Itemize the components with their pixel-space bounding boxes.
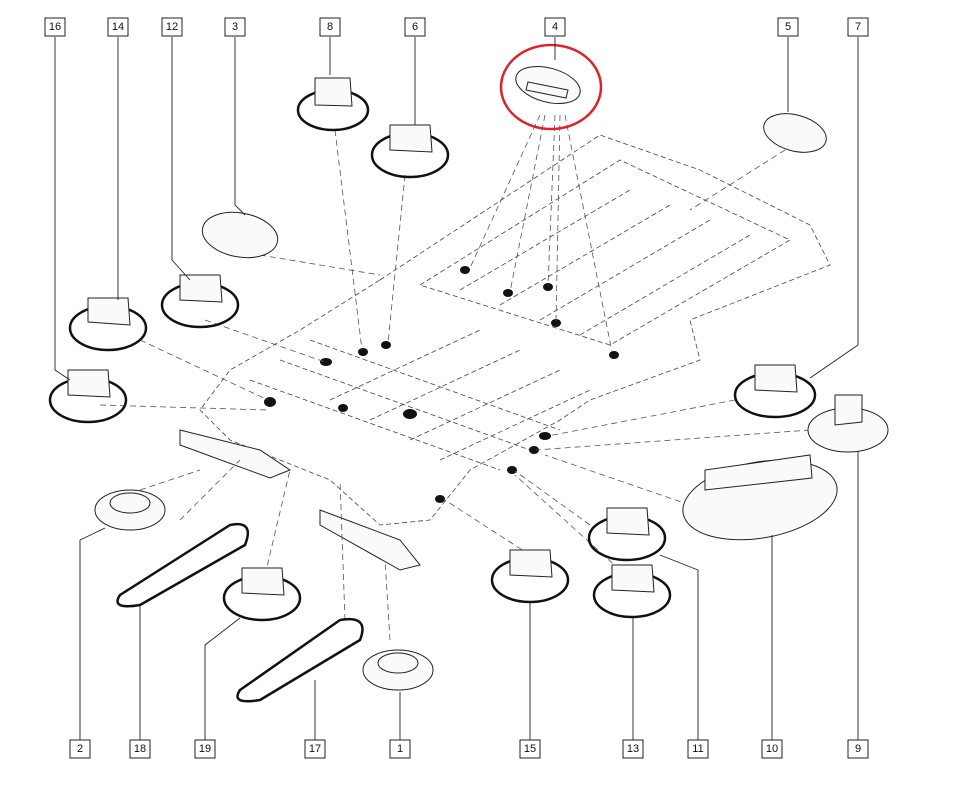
svg-text:16: 16 bbox=[49, 21, 61, 33]
plug-hole bbox=[609, 351, 619, 359]
svg-text:3: 3 bbox=[232, 21, 238, 33]
plug-hole bbox=[503, 289, 513, 297]
plug-hole bbox=[320, 358, 332, 366]
callout-15: 15 bbox=[519, 739, 541, 759]
callout-11: 11 bbox=[687, 739, 709, 759]
part-8-grommet bbox=[296, 77, 370, 132]
svg-text:14: 14 bbox=[112, 21, 124, 33]
svg-text:18: 18 bbox=[134, 743, 146, 755]
callout-14: 14 bbox=[107, 17, 129, 37]
part-1-round-plug bbox=[362, 649, 434, 691]
plug-hole bbox=[460, 266, 470, 274]
callout-7: 7 bbox=[847, 17, 869, 37]
callout-5: 5 bbox=[777, 17, 799, 37]
svg-text:7: 7 bbox=[855, 21, 861, 33]
svg-text:13: 13 bbox=[627, 743, 639, 755]
svg-text:2: 2 bbox=[77, 743, 83, 755]
svg-text:1: 1 bbox=[397, 743, 403, 755]
part-14-grommet bbox=[68, 297, 148, 352]
callouts-bottom: 2 18 19 17 1 15 13 11 10 9 bbox=[69, 739, 869, 759]
plug-hole bbox=[543, 283, 553, 291]
callouts-top: 16 14 12 3 8 6 4 5 7 bbox=[44, 17, 869, 37]
callout-13: 13 bbox=[622, 739, 644, 759]
svg-text:10: 10 bbox=[766, 743, 778, 755]
callout-17: 17 bbox=[304, 739, 326, 759]
assembly-lines bbox=[99, 114, 811, 641]
callout-2: 2 bbox=[69, 739, 91, 759]
callout-4: 4 bbox=[544, 17, 566, 37]
plug-hole bbox=[338, 404, 348, 412]
part-7-grommet bbox=[733, 364, 817, 419]
part-18-cover bbox=[116, 522, 250, 608]
callout-16: 16 bbox=[44, 17, 66, 37]
svg-text:4: 4 bbox=[552, 21, 558, 33]
plug-hole bbox=[435, 495, 445, 503]
svg-text:11: 11 bbox=[692, 743, 703, 755]
part-4-oval-bracket bbox=[515, 65, 581, 105]
plug-hole bbox=[529, 446, 539, 454]
highlight-ring bbox=[499, 43, 603, 131]
part-15-grommet bbox=[490, 549, 570, 604]
part-2-round-plug bbox=[94, 489, 166, 531]
leader-lines bbox=[54, 37, 859, 740]
plug-hole bbox=[551, 319, 561, 327]
callout-1: 1 bbox=[389, 739, 411, 759]
bracket bbox=[319, 509, 421, 571]
plug-hole bbox=[507, 466, 517, 474]
plug-hole bbox=[264, 397, 276, 407]
part-17-cover bbox=[236, 617, 364, 703]
bracket bbox=[179, 429, 292, 479]
part-16-grommet bbox=[48, 369, 128, 424]
plug-hole bbox=[403, 409, 417, 419]
part-10-large-oval bbox=[682, 454, 838, 541]
callout-18: 18 bbox=[129, 739, 151, 759]
plug-hole bbox=[381, 341, 391, 349]
part-13-grommet bbox=[592, 564, 672, 619]
part-11-grommet bbox=[587, 507, 667, 562]
part-9-grommet bbox=[807, 394, 889, 453]
callout-8: 8 bbox=[319, 17, 341, 37]
svg-text:5: 5 bbox=[785, 21, 791, 33]
svg-text:6: 6 bbox=[412, 21, 418, 33]
plug-hole bbox=[539, 432, 551, 440]
callout-9: 9 bbox=[847, 739, 869, 759]
part-3-oval-plug bbox=[201, 211, 279, 259]
svg-text:19: 19 bbox=[199, 743, 211, 755]
svg-text:9: 9 bbox=[855, 743, 861, 755]
part-5-oval-plug bbox=[763, 113, 827, 153]
part-6-grommet bbox=[370, 124, 450, 179]
part-12-grommet bbox=[160, 274, 240, 329]
svg-text:12: 12 bbox=[166, 21, 178, 33]
svg-text:8: 8 bbox=[327, 21, 333, 33]
svg-text:15: 15 bbox=[524, 743, 536, 755]
callout-12: 12 bbox=[161, 17, 183, 37]
callout-3: 3 bbox=[224, 17, 246, 37]
callout-19: 19 bbox=[194, 739, 216, 759]
part-19-grommet bbox=[222, 567, 302, 622]
callout-10: 10 bbox=[761, 739, 783, 759]
floor-pan bbox=[179, 134, 831, 571]
svg-text:17: 17 bbox=[309, 743, 321, 755]
callout-6: 6 bbox=[404, 17, 426, 37]
plug-hole bbox=[358, 348, 368, 356]
